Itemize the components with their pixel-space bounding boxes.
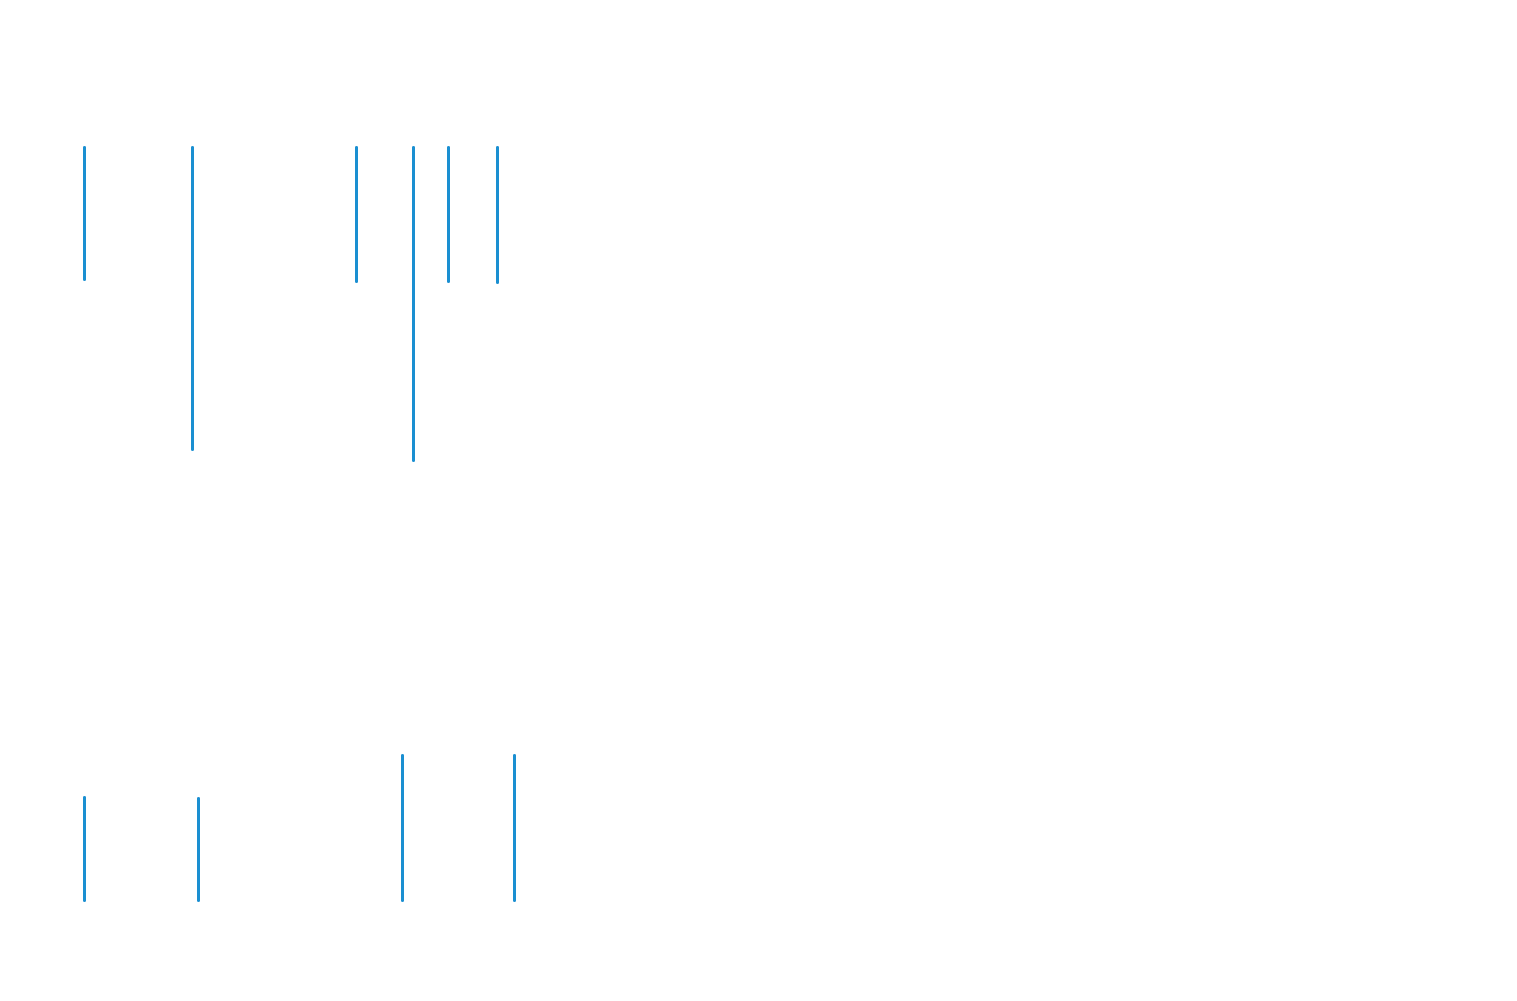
vertical-line bbox=[513, 754, 516, 902]
vertical-line bbox=[83, 146, 86, 281]
vertical-line bbox=[355, 146, 358, 283]
vertical-line bbox=[83, 796, 86, 902]
vertical-line bbox=[197, 797, 200, 902]
vertical-line bbox=[401, 754, 404, 902]
vertical-line bbox=[496, 146, 499, 284]
vertical-line bbox=[191, 146, 194, 451]
vertical-line bbox=[412, 146, 415, 462]
vertical-line bbox=[447, 146, 450, 283]
